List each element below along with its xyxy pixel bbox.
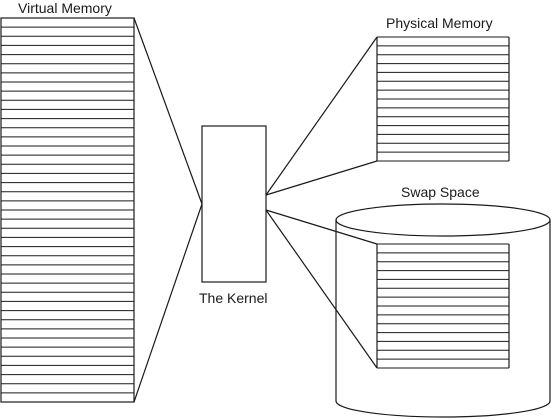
physical-memory-stripes [377, 36, 509, 162]
kernel-label: The Kernel [199, 290, 267, 306]
connector-vm-top [133, 17, 203, 205]
virtual-memory-stripes [1, 17, 134, 403]
physical-memory-block [376, 36, 510, 162]
connector-swap-top [265, 209, 378, 245]
swap-space-label: Swap Space [401, 184, 480, 200]
connector-swap-bottom [265, 209, 378, 369]
swap-cylinder-top [335, 203, 551, 237]
connector-physical-top [265, 36, 378, 196]
virtual-memory-block [0, 17, 135, 403]
swap-space-stripes [377, 243, 509, 369]
connector-physical-bottom [265, 160, 378, 196]
connector-vm-bottom [133, 203, 203, 403]
physical-memory-label: Physical Memory [386, 15, 493, 31]
kernel-box [201, 125, 267, 283]
swap-space-block [376, 243, 510, 369]
virtual-memory-label: Virtual Memory [18, 0, 112, 16]
swap-space-cylinder [335, 203, 551, 418]
swap-cylinder-bottom [335, 400, 551, 418]
